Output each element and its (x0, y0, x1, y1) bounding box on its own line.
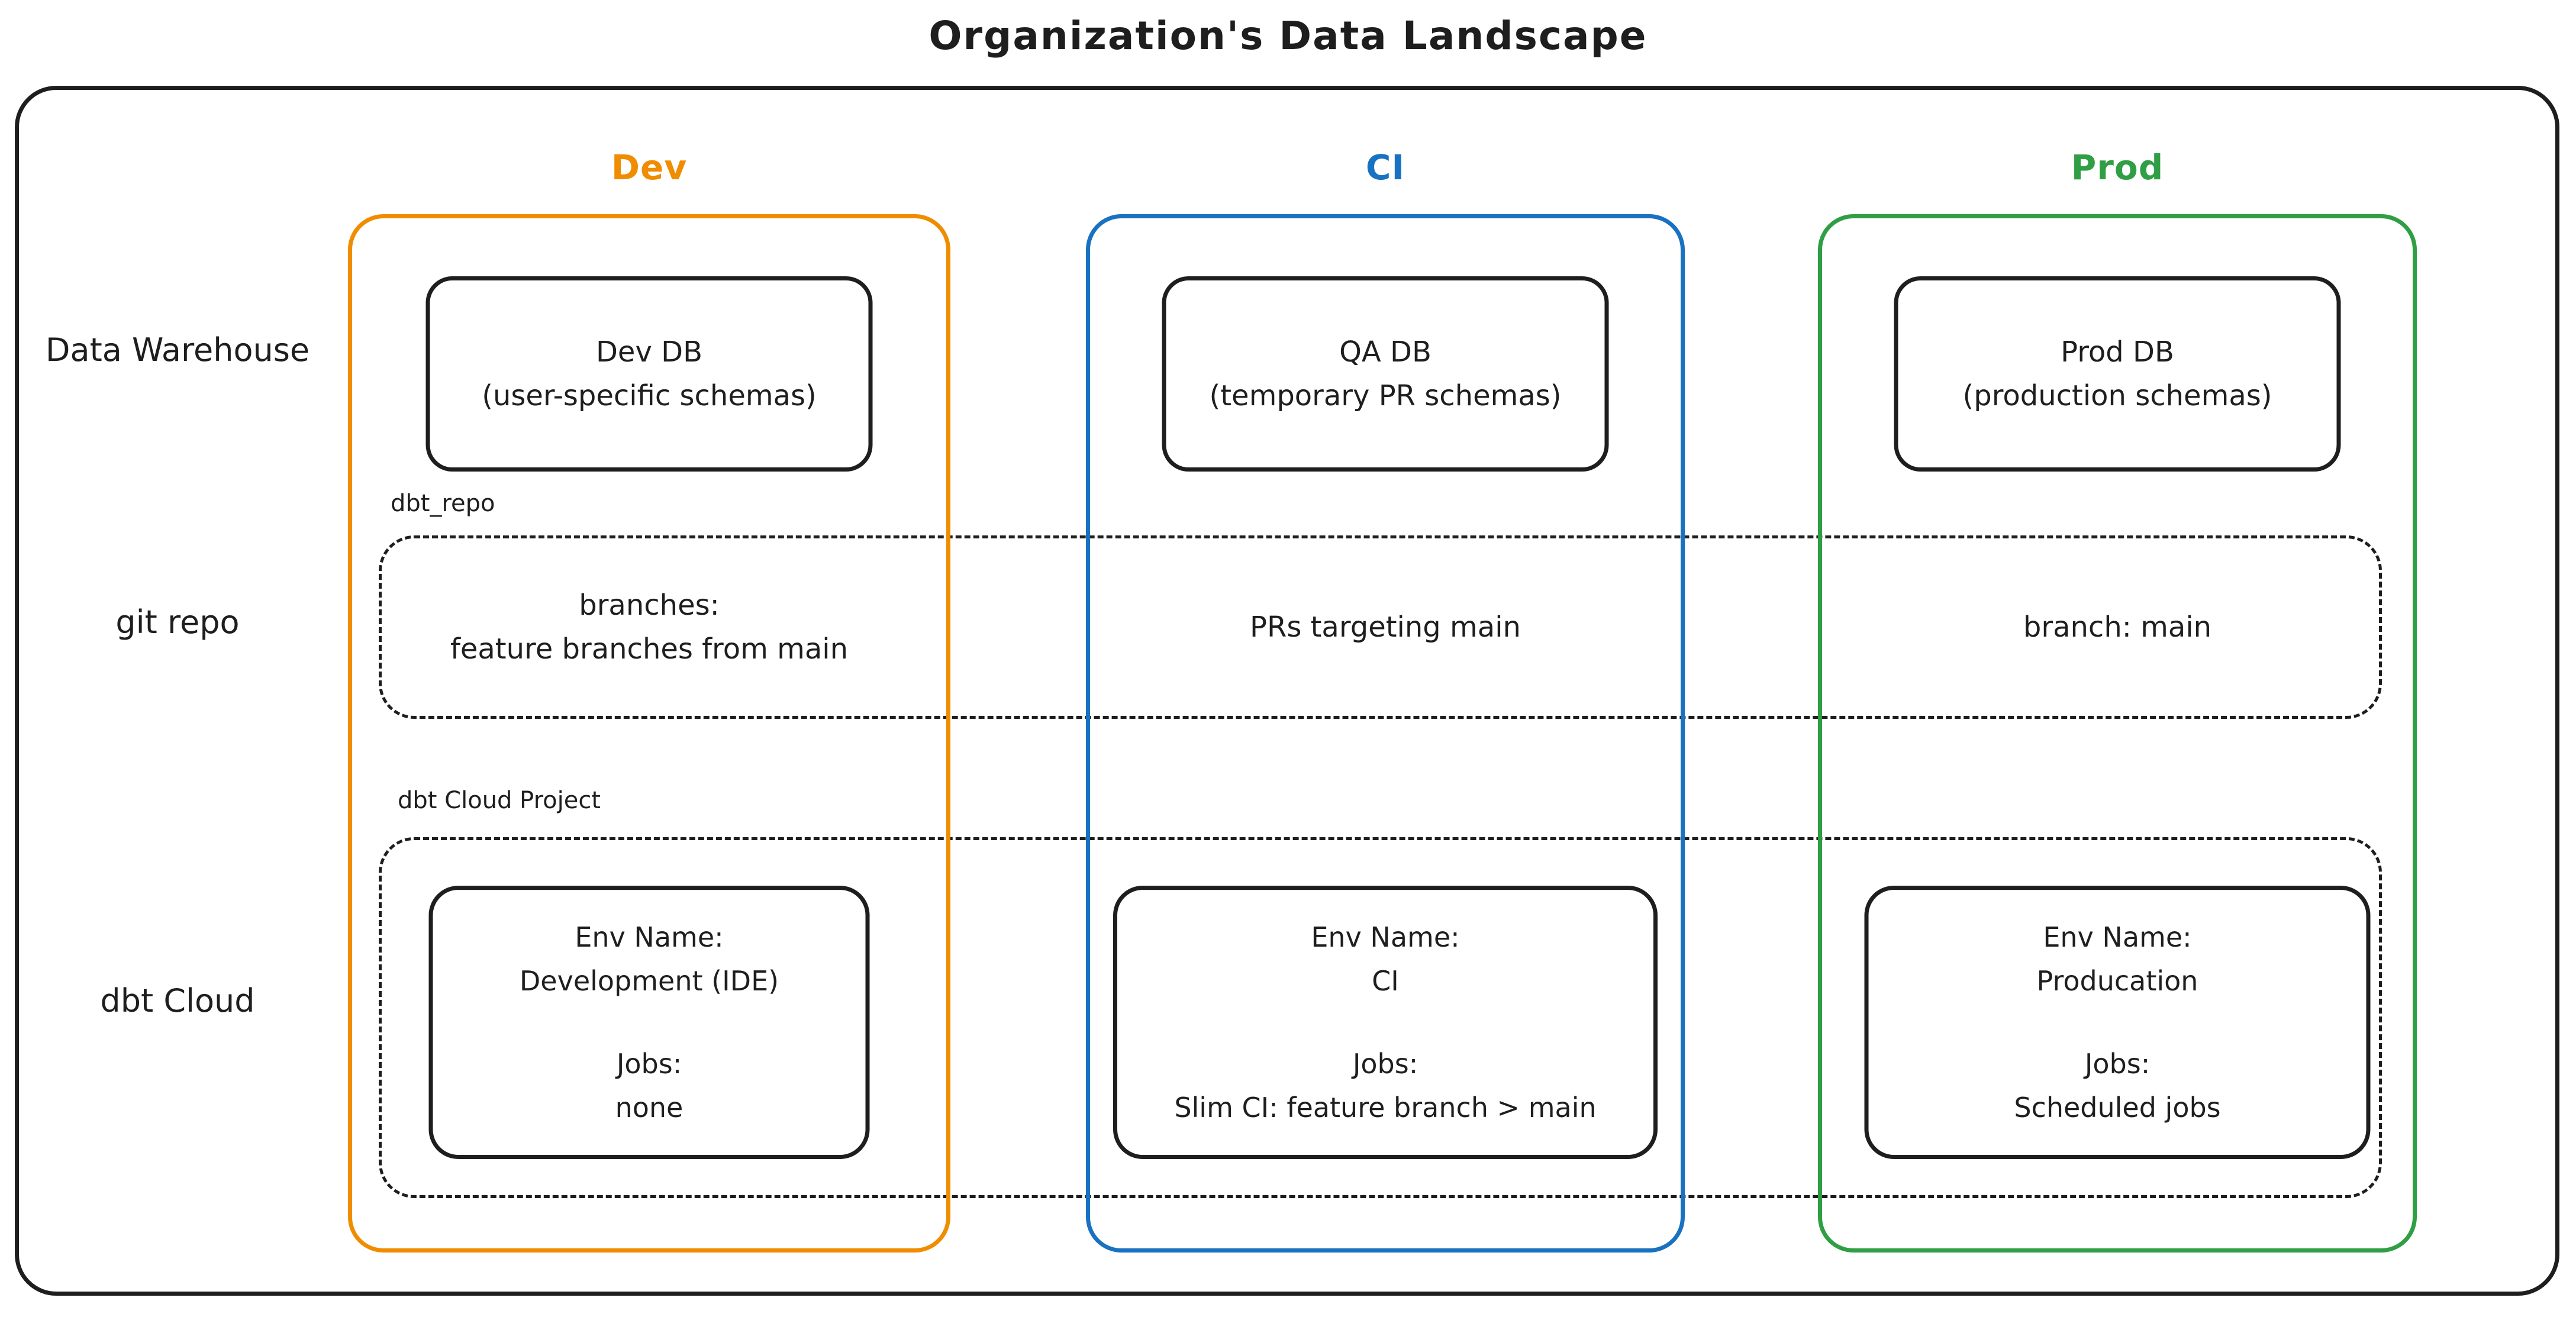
row-label-dbt-cloud: dbt Cloud (100, 982, 255, 1019)
row-label-data-warehouse: Data Warehouse (45, 331, 310, 369)
dev-db-box: Dev DB (user-specific schemas) (425, 276, 873, 472)
prod-env-name: Producation (2036, 965, 2198, 997)
prod-db-box: Prod DB (production schemas) (1894, 276, 2341, 472)
ci-jobs-label: Jobs: (1352, 1048, 1418, 1080)
ci-db-subtitle: (temporary PR schemas) (1209, 379, 1562, 412)
ci-env-box: Env Name: CI Jobs: Slim CI: feature bran… (1113, 886, 1658, 1159)
dbt-cloud-project-container (379, 837, 2382, 1198)
row-label-git-repo: git repo (115, 603, 240, 641)
column-prod: Prod DB (production schemas) Env Name: P… (1818, 214, 2417, 1253)
ci-db-box: QA DB (temporary PR schemas) (1162, 276, 1609, 472)
ci-env-name: CI (1372, 965, 1399, 997)
dev-db-title: Dev DB (595, 335, 703, 369)
dev-jobs-label: Jobs: (616, 1048, 682, 1080)
dev-git-line-2: feature branches from main (450, 632, 849, 666)
column-header-ci: CI (1365, 147, 1405, 188)
column-header-prod: Prod (2071, 147, 2164, 188)
column-header-dev: Dev (611, 147, 688, 188)
column-dev: Dev DB (user-specific schemas) Env Name:… (348, 214, 950, 1253)
prod-git-line-1: branch: main (2023, 611, 2212, 644)
dbt-cloud-project-label: dbt Cloud Project (398, 787, 601, 814)
outer-frame (15, 86, 2559, 1296)
prod-git-text: branch: main (1818, 535, 2417, 719)
prod-jobs-label: Jobs: (2084, 1048, 2151, 1080)
dev-env-box: Env Name: Development (IDE) Jobs: none (428, 886, 870, 1159)
dev-git-line-1: branches: (579, 589, 720, 622)
prod-jobs-value: Scheduled jobs (2014, 1092, 2221, 1124)
page-title: Organization's Data Landscape (928, 13, 1648, 59)
git-repo-container-label: dbt_repo (391, 490, 495, 517)
ci-db-title: QA DB (1339, 335, 1432, 369)
prod-db-subtitle: (production schemas) (1962, 379, 2272, 412)
ci-env-label: Env Name: (1311, 921, 1460, 953)
dev-db-subtitle: (user-specific schemas) (482, 379, 817, 412)
prod-env-label: Env Name: (2043, 921, 2192, 953)
git-repo-container (379, 535, 2382, 719)
dev-env-name: Development (IDE) (519, 965, 779, 997)
ci-git-text: PRs targeting main (1086, 535, 1685, 719)
dev-git-text: branches: feature branches from main (348, 535, 950, 719)
prod-env-box: Env Name: Producation Jobs: Scheduled jo… (1864, 886, 2371, 1159)
dev-env-label: Env Name: (575, 921, 724, 953)
dev-jobs-value: none (615, 1092, 684, 1124)
ci-jobs-value: Slim CI: feature branch > main (1174, 1092, 1597, 1124)
ci-git-line-1: PRs targeting main (1250, 611, 1521, 644)
prod-db-title: Prod DB (2061, 335, 2174, 369)
column-ci: QA DB (temporary PR schemas) Env Name: C… (1086, 214, 1685, 1253)
